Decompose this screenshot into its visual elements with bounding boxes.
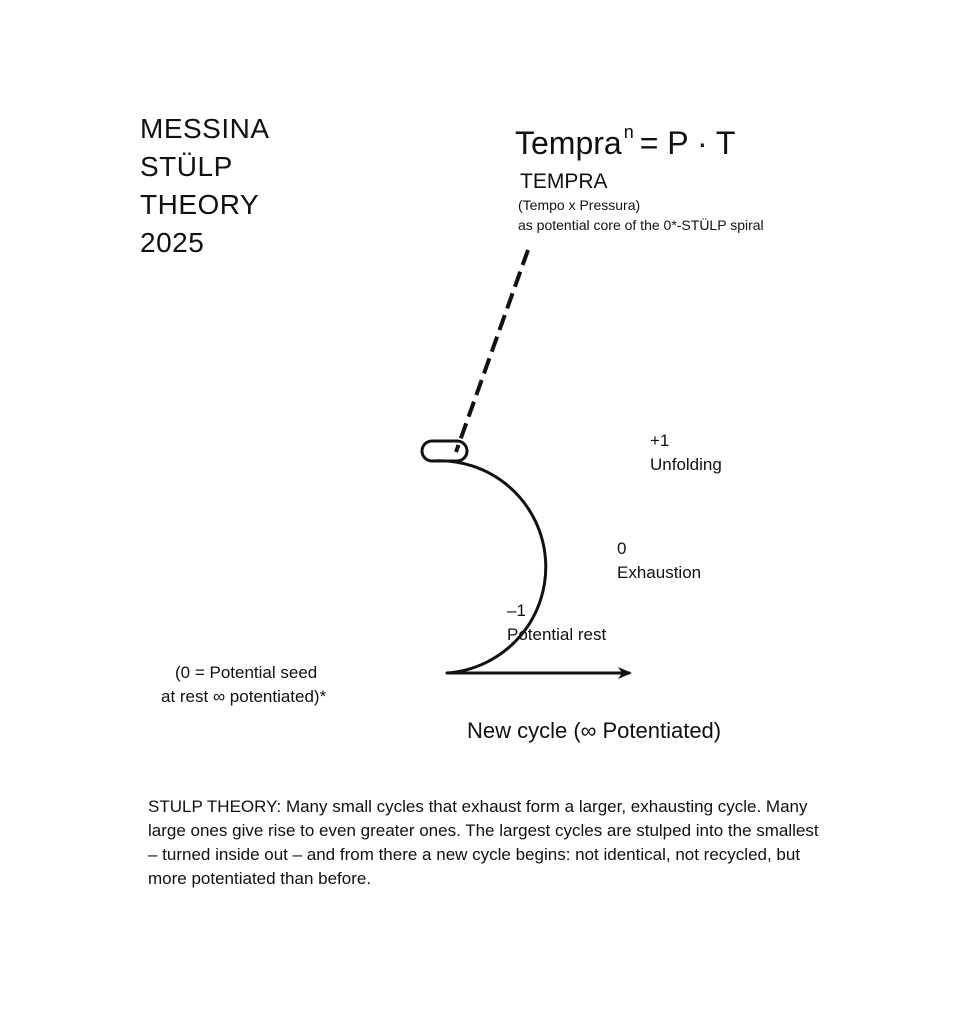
phase-exhaustion: 0 Exhaustion — [617, 537, 701, 585]
spiral-line — [420, 439, 548, 675]
formula-rhs: = P · T — [639, 125, 736, 161]
formula-exponent: n — [623, 122, 634, 142]
theory-paragraph: STULP THEORY: Many small cycles that exh… — [148, 797, 819, 888]
title-line-4: 2025 — [140, 227, 205, 258]
formula-base: Tempra — [515, 125, 622, 161]
phase-exhaustion-value: 0 — [617, 539, 627, 558]
phase-unfolding: +1 Unfolding — [650, 429, 722, 477]
phase-rest-name: Potential rest — [507, 625, 607, 644]
phase-unfolding-name: Unfolding — [650, 455, 722, 474]
seed-note: (0 = Potential seed at rest ∞ potentiate… — [161, 661, 326, 709]
title-line-1: MESSINA — [140, 113, 270, 144]
new-cycle-label: New cycle (∞ Potentiated) — [467, 718, 722, 743]
seed-note-line-1: (0 = Potential seed — [175, 663, 318, 682]
tempra-label: TEMPRA — [520, 170, 608, 193]
title-line-3: THEORY — [140, 189, 260, 220]
tempra-description: as potential core of the 0*-STÜLP spiral — [518, 217, 764, 233]
title-line-2: STÜLP — [140, 151, 233, 182]
phase-rest-value: –1 — [507, 601, 526, 620]
seed-note-line-2: at rest ∞ potentiated)* — [161, 687, 327, 706]
phase-exhaustion-name: Exhaustion — [617, 563, 702, 582]
tempra-expansion: (Tempo x Pressura) — [518, 197, 641, 213]
phase-potential-rest: –1 Potential rest — [507, 599, 606, 647]
tempra-core-axis — [454, 249, 530, 453]
phase-unfolding-value: +1 — [650, 431, 670, 450]
title-block: MESSINA STÜLP THEORY 2025 — [140, 110, 270, 262]
